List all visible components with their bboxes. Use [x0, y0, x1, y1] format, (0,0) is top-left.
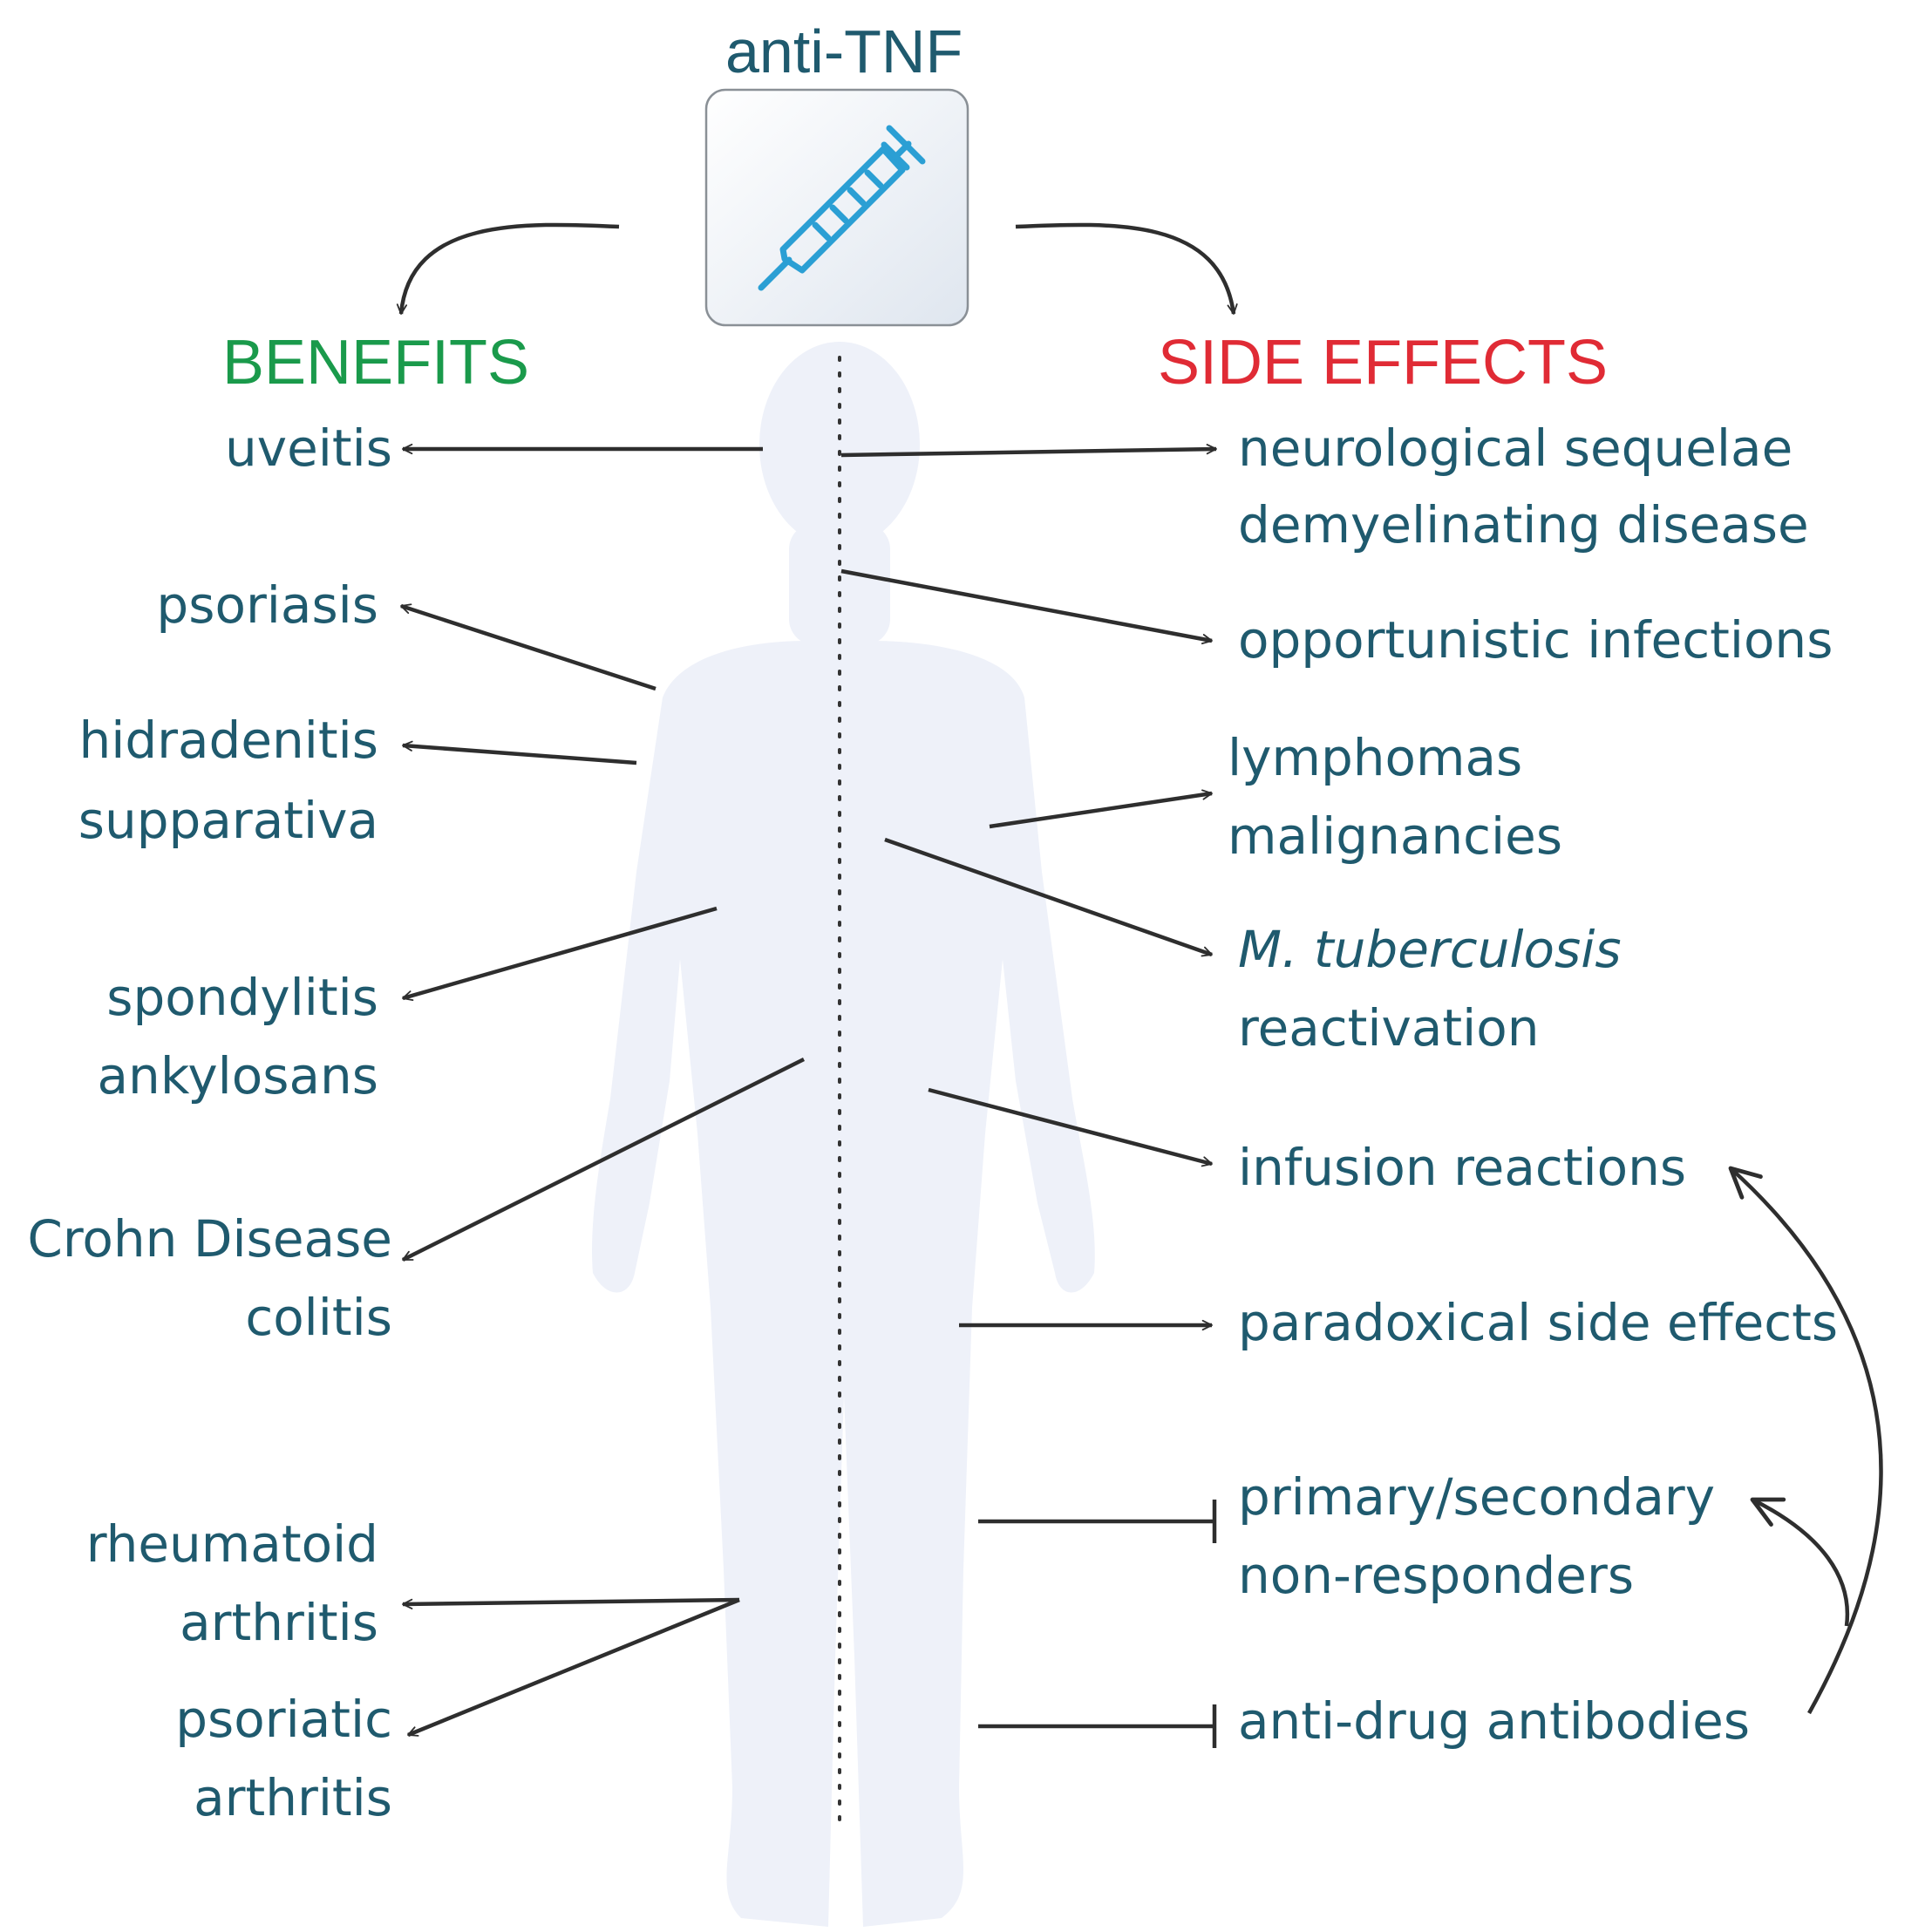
label-psoriasis: psoriasis — [156, 575, 378, 635]
label-paradoxical: paradoxical side effects — [1238, 1293, 1839, 1352]
label-crohn-1: Crohn Disease — [27, 1209, 392, 1269]
label-ada: anti-drug antibodies — [1238, 1691, 1751, 1751]
label-crohn-2: colitis — [245, 1288, 392, 1347]
label-neuro-2: demyelinating disease — [1238, 495, 1809, 554]
arrow-ada-to-nonresponders — [1750, 1497, 1850, 1627]
side-effect-arrows — [840, 444, 1217, 1748]
label-lymph-2: malignancies — [1228, 806, 1563, 866]
label-tb-2: reactivation — [1238, 998, 1540, 1058]
arrow-opportunistic — [840, 568, 1213, 645]
benefits-heading: BENEFITS — [222, 328, 530, 398]
label-ra-1: rheumatoid — [85, 1514, 378, 1574]
label-nonresp-1: primary/secondary — [1238, 1467, 1716, 1527]
label-hidradenitis-1: hidradenitis — [78, 711, 378, 770]
arrow-infusion — [928, 1087, 1213, 1167]
label-uveitis: uveitis — [225, 418, 392, 478]
arrow-to-side-effects — [1015, 222, 1238, 315]
top-arrows — [396, 222, 1238, 315]
label-nonresp-2: non-responders — [1238, 1546, 1635, 1605]
drug-box — [704, 88, 969, 327]
arrow-spondylitis — [402, 906, 718, 1002]
arrow-hidradenitis — [402, 740, 637, 765]
benefit-arrows — [400, 443, 806, 1738]
drug-label: anti-TNF — [725, 17, 963, 85]
label-pa-1: psoriatic — [175, 1690, 392, 1749]
arrow-neuro — [840, 444, 1217, 458]
label-ra-2: arthritis — [180, 1593, 378, 1652]
feedback-arrows — [1728, 1166, 1883, 1715]
label-lymph-1: lymphomas — [1228, 728, 1523, 787]
arrow-rheumatoid — [402, 1597, 740, 1609]
arrow-tuberculosis — [884, 837, 1213, 957]
human-silhouette — [592, 342, 1095, 1927]
side-effects-heading: SIDE EFFECTS — [1158, 328, 1609, 398]
label-hidradenitis-2: supparativa — [78, 791, 378, 850]
arrow-ada-to-infusion — [1728, 1166, 1883, 1715]
label-neuro-1: neurological sequelae — [1238, 418, 1793, 478]
label-opportunistic: opportunistic infections — [1238, 610, 1833, 670]
arrow-lymphomas — [989, 789, 1213, 829]
label-spondylitis-1: spondylitis — [106, 968, 378, 1027]
label-tb-1: M. tuberculosis — [1238, 920, 1622, 979]
arrow-crohn — [401, 1057, 806, 1262]
arrow-psoriasis — [400, 603, 656, 691]
label-spondylitis-2: ankylosans — [97, 1046, 378, 1105]
syringe-icon — [758, 125, 926, 291]
label-pa-2: arthritis — [194, 1768, 392, 1827]
arrow-psoriatic — [407, 1597, 740, 1738]
arrow-to-benefits — [396, 222, 620, 315]
label-infusion: infusion reactions — [1238, 1138, 1687, 1197]
